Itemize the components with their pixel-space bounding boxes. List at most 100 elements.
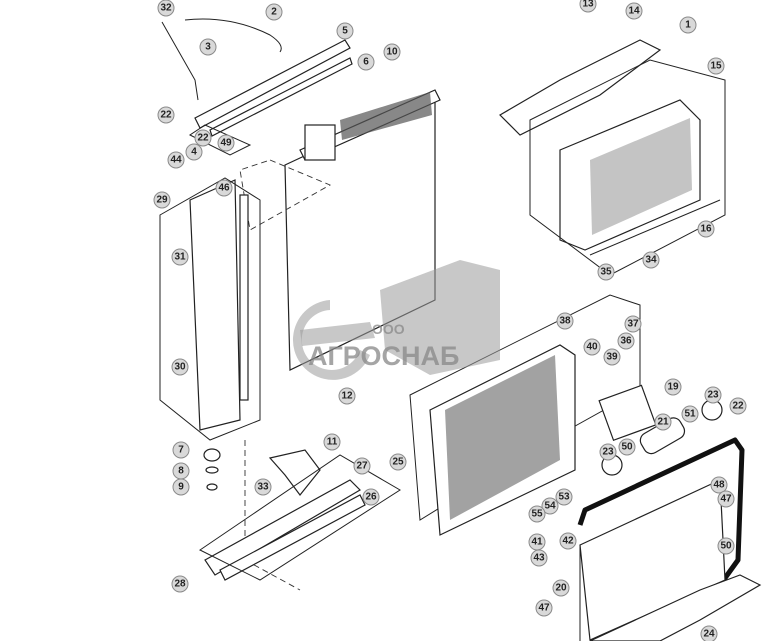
callout-circle <box>599 443 617 461</box>
callout-circle <box>172 478 190 496</box>
watermark-name: АГРОСНАБ <box>308 341 459 371</box>
callout-circle <box>323 433 341 451</box>
callout-number: 55 <box>531 509 543 520</box>
callout-circle <box>729 397 747 415</box>
callout-37: 37 <box>624 315 642 333</box>
callout-number: 40 <box>586 342 598 353</box>
callout-number: 27 <box>356 461 368 472</box>
callout-11: 11 <box>323 433 341 451</box>
callout-28: 28 <box>171 575 189 593</box>
callout-number: 26 <box>365 492 377 503</box>
callout-circle <box>254 478 272 496</box>
callout-circle <box>362 488 380 506</box>
callout-number: 44 <box>170 155 182 166</box>
callout-circle <box>172 441 190 459</box>
callout-circle <box>717 537 735 555</box>
callout-circle <box>618 438 636 456</box>
callout-circle <box>153 191 171 209</box>
callout-number: 24 <box>703 629 715 640</box>
callout-circle <box>697 220 715 238</box>
callout-36: 36 <box>617 332 635 350</box>
callout-number: 51 <box>684 409 696 420</box>
callout-number: 30 <box>174 362 186 373</box>
callout-22: 22 <box>157 106 175 124</box>
callout-46: 46 <box>215 179 233 197</box>
callout-33: 33 <box>254 478 272 496</box>
callout-circle <box>167 151 185 169</box>
callout-16: 16 <box>697 220 715 238</box>
callout-number: 29 <box>156 195 168 206</box>
callout-39: 39 <box>603 348 621 366</box>
callout-circle <box>617 332 635 350</box>
callout-44: 44 <box>167 151 185 169</box>
callout-13: 13 <box>579 0 597 13</box>
callout-circle <box>664 378 682 396</box>
callout-9: 9 <box>172 478 190 496</box>
callout-circle <box>265 3 283 21</box>
callout-31: 31 <box>171 248 189 266</box>
callout-circle <box>383 43 401 61</box>
callout-number: 48 <box>713 480 725 491</box>
callout-50: 50 <box>717 537 735 555</box>
callout-43: 43 <box>530 549 548 567</box>
watermark-prefix: ООО <box>372 321 405 337</box>
callout-number: 53 <box>558 492 570 503</box>
callout-circle <box>597 263 615 281</box>
callout-circle <box>389 453 407 471</box>
callout-circle <box>555 488 573 506</box>
callout-circle <box>338 387 356 405</box>
callout-51: 51 <box>681 405 699 423</box>
callout-38: 38 <box>556 312 574 330</box>
callout-number: 32 <box>160 3 172 14</box>
callout-22: 22 <box>194 129 212 147</box>
watermark-logo: ООО АГРОСНАБ <box>292 260 500 380</box>
callout-circle <box>556 312 574 330</box>
callout-4: 4 <box>185 143 203 161</box>
callout-number: 33 <box>257 482 269 493</box>
callout-32: 32 <box>157 0 175 17</box>
callout-27: 27 <box>353 457 371 475</box>
callout-circle <box>704 386 722 404</box>
callout-circle <box>336 22 354 40</box>
callout-circle <box>171 248 189 266</box>
callout-number: 19 <box>667 382 679 393</box>
callout-20: 20 <box>552 579 570 597</box>
callout-circle <box>194 129 212 147</box>
callout-number: 4 <box>191 147 197 158</box>
callout-number: 6 <box>363 57 369 68</box>
callout-42: 42 <box>559 532 577 550</box>
callout-circle <box>654 413 672 431</box>
callout-circle <box>625 2 643 20</box>
callout-55: 55 <box>528 505 546 523</box>
callout-circle <box>624 315 642 333</box>
callout-number: 50 <box>720 541 732 552</box>
callout-number: 16 <box>700 224 712 235</box>
callout-number: 35 <box>600 267 612 278</box>
callout-circle <box>199 38 217 56</box>
callout-circle <box>541 497 559 515</box>
callout-30: 30 <box>171 358 189 376</box>
callout-number: 8 <box>178 466 184 477</box>
callout-number: 5 <box>342 26 348 37</box>
callout-circle <box>583 338 601 356</box>
callout-8: 8 <box>172 462 190 480</box>
callout-number: 1 <box>685 20 691 31</box>
callout-number: 37 <box>627 319 639 330</box>
callout-number: 31 <box>174 252 186 263</box>
callout-7: 7 <box>172 441 190 459</box>
callout-number: 42 <box>562 536 574 547</box>
callout-number: 12 <box>341 391 353 402</box>
callout-3: 3 <box>199 38 217 56</box>
callout-number: 23 <box>602 447 614 458</box>
callout-circle <box>535 599 553 617</box>
callout-circle <box>157 106 175 124</box>
callout-number: 28 <box>174 579 186 590</box>
callout-number: 20 <box>555 583 567 594</box>
callout-number: 3 <box>205 42 211 53</box>
callout-49: 49 <box>217 134 235 152</box>
callout-25: 25 <box>389 453 407 471</box>
callout-22: 22 <box>729 397 747 415</box>
callout-number: 47 <box>538 603 550 614</box>
callout-number: 46 <box>218 183 230 194</box>
